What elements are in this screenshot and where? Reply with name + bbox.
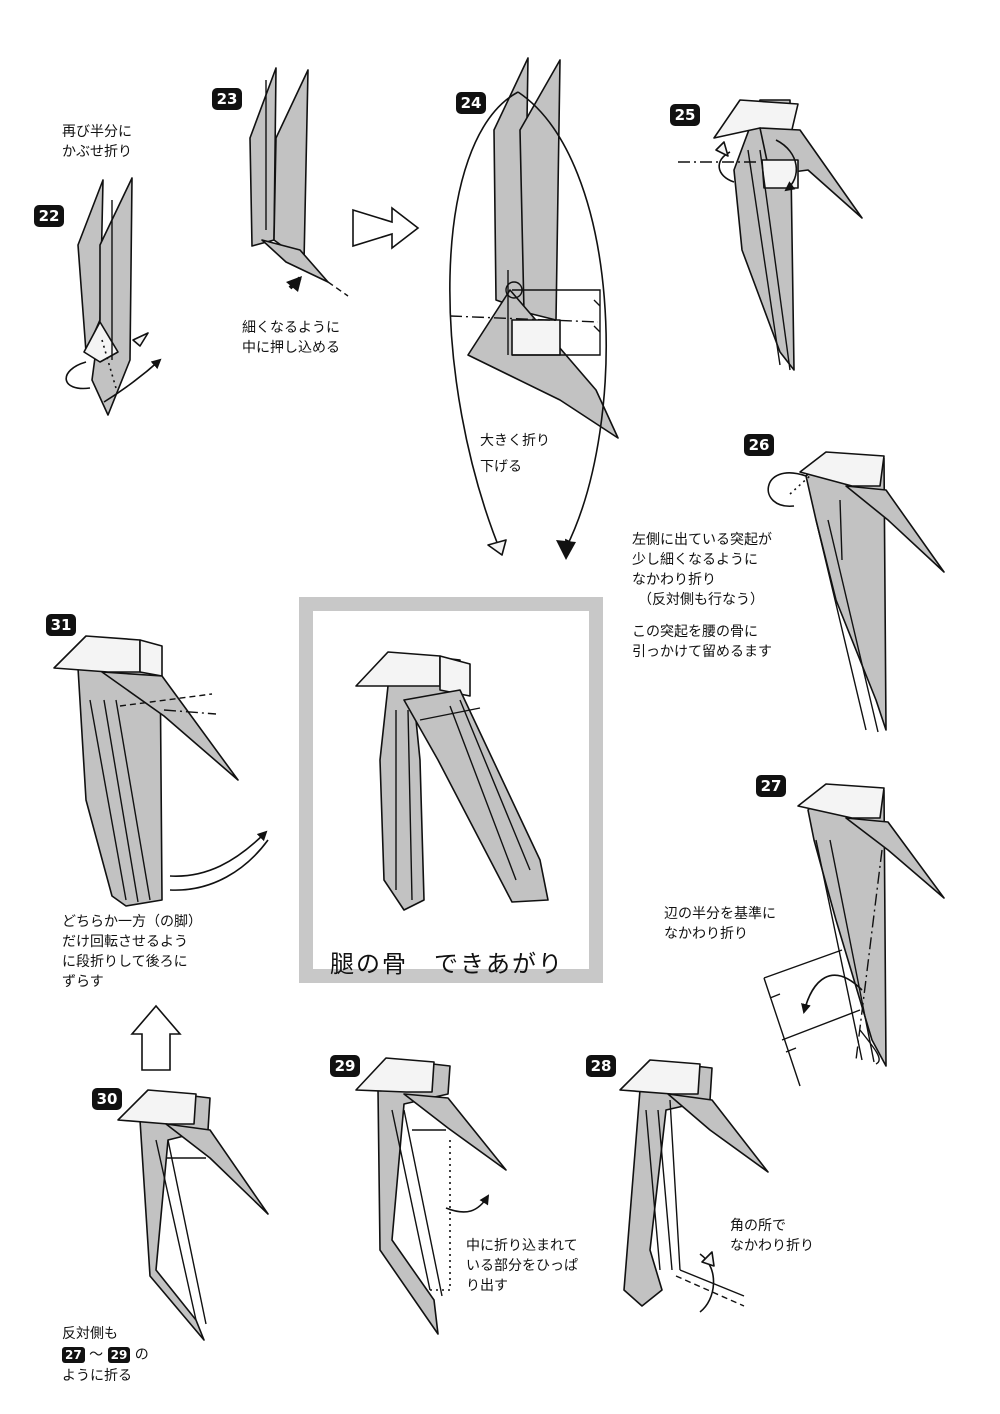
step-ref-badge: 29 bbox=[107, 1347, 131, 1363]
note-step-26: 左側に出ている突起が 少し細くなるように なかわり折り （反対側も行なう） この… bbox=[632, 530, 772, 662]
note-step-30: 反対側も 27 〜 29 の ように折る bbox=[62, 1324, 149, 1387]
note-line: 少し細くなるように bbox=[632, 552, 758, 568]
step-badge-29: 29 bbox=[330, 1055, 360, 1077]
step-badge-25: 25 bbox=[670, 104, 700, 126]
note-line: 再び半分に bbox=[62, 124, 132, 140]
note-line: この突起を腰の骨に bbox=[632, 624, 758, 640]
note-step-27: 辺の半分を基準に なかわり折り bbox=[664, 904, 776, 944]
note-line: かぶせ折り bbox=[62, 144, 132, 160]
step-badge-26: 26 bbox=[744, 434, 774, 456]
note-line: なかわり折り bbox=[664, 926, 748, 942]
step-ref-badge: 27 bbox=[62, 1347, 85, 1363]
note-line: 反対側も bbox=[62, 1326, 118, 1342]
step-25-figure bbox=[678, 99, 863, 371]
final-frame bbox=[299, 597, 603, 983]
note-line: り出す bbox=[466, 1278, 508, 1294]
step-badge-24: 24 bbox=[456, 92, 486, 114]
note-line: 左側に出ている突起が bbox=[632, 532, 772, 548]
step-badge-23: 23 bbox=[212, 88, 242, 110]
step-badge-31: 31 bbox=[46, 614, 76, 636]
previous-step-up-arrow-icon bbox=[130, 1004, 182, 1071]
note-step-31: どちらか一方（の脚） だけ回転させるよう に段折りして後ろに ずらす bbox=[62, 912, 202, 992]
next-step-arrow-icon bbox=[352, 206, 420, 250]
note-line: なかわり折り bbox=[730, 1238, 814, 1254]
note-line: に段折りして後ろに bbox=[62, 954, 188, 970]
svg-text:29: 29 bbox=[335, 1057, 356, 1075]
note-tilde: 〜 bbox=[89, 1347, 104, 1363]
note-line: 辺の半分を基準に bbox=[664, 906, 776, 922]
step-26-figure bbox=[767, 451, 945, 733]
step-badge-28: 28 bbox=[586, 1055, 616, 1077]
note-step-22: 再び半分に かぶせ折り bbox=[62, 122, 132, 162]
step-23-figure bbox=[249, 67, 349, 297]
note-line: （反対側も行なう） bbox=[638, 592, 764, 608]
note-line: いる部分をひっぱ bbox=[466, 1258, 578, 1274]
note-line: 中に折り込まれて bbox=[466, 1238, 578, 1254]
note-line: 大きく折り bbox=[480, 433, 550, 449]
note-step-24: 大きく折り 下げる bbox=[480, 428, 550, 480]
svg-text:28: 28 bbox=[591, 1057, 612, 1075]
note-line: 中に押し込める bbox=[242, 340, 340, 356]
step-24-figure bbox=[449, 57, 619, 560]
svg-text:26: 26 bbox=[749, 436, 770, 454]
note-line: 27 〜 29 の bbox=[62, 1345, 149, 1366]
note-line: 下げる bbox=[480, 459, 522, 475]
svg-text:24: 24 bbox=[461, 94, 482, 112]
note-line: だけ回転させるよう bbox=[62, 934, 188, 950]
svg-text:25: 25 bbox=[675, 106, 696, 124]
svg-text:27: 27 bbox=[761, 777, 782, 795]
step-27-figure bbox=[763, 783, 945, 1087]
svg-text:22: 22 bbox=[39, 207, 60, 225]
note-line: 細くなるように bbox=[242, 320, 340, 336]
step-badge-27: 27 bbox=[756, 775, 786, 797]
final-title: 腿の骨 できあがり bbox=[330, 950, 564, 978]
note-line: ずらす bbox=[62, 974, 104, 990]
note-line: ように折る bbox=[62, 1368, 132, 1384]
step-30-figure bbox=[117, 1089, 269, 1341]
step-28-figure bbox=[619, 1059, 769, 1313]
svg-text:31: 31 bbox=[51, 616, 72, 634]
note-step-28: 角の所で なかわり折り bbox=[730, 1216, 814, 1256]
note-line: なかわり折り bbox=[632, 572, 716, 588]
step-badge-22: 22 bbox=[34, 205, 64, 227]
note-line: 引っかけて留めるます bbox=[632, 644, 772, 660]
note-line: 角の所で bbox=[730, 1218, 786, 1234]
note-line: どちらか一方（の脚） bbox=[62, 914, 202, 930]
note-step-23: 細くなるように 中に押し込める bbox=[242, 318, 340, 358]
step-badge-30: 30 bbox=[92, 1088, 122, 1110]
step-31-figure bbox=[53, 635, 269, 907]
svg-text:30: 30 bbox=[97, 1090, 118, 1108]
svg-text:23: 23 bbox=[217, 90, 238, 108]
step-22-figure bbox=[65, 177, 162, 416]
note-suffix: の bbox=[134, 1347, 149, 1363]
step-29-figure bbox=[355, 1057, 507, 1335]
note-step-29: 中に折り込まれて いる部分をひっぱ り出す bbox=[466, 1236, 578, 1296]
finished-leg-bones-figure bbox=[355, 651, 549, 911]
